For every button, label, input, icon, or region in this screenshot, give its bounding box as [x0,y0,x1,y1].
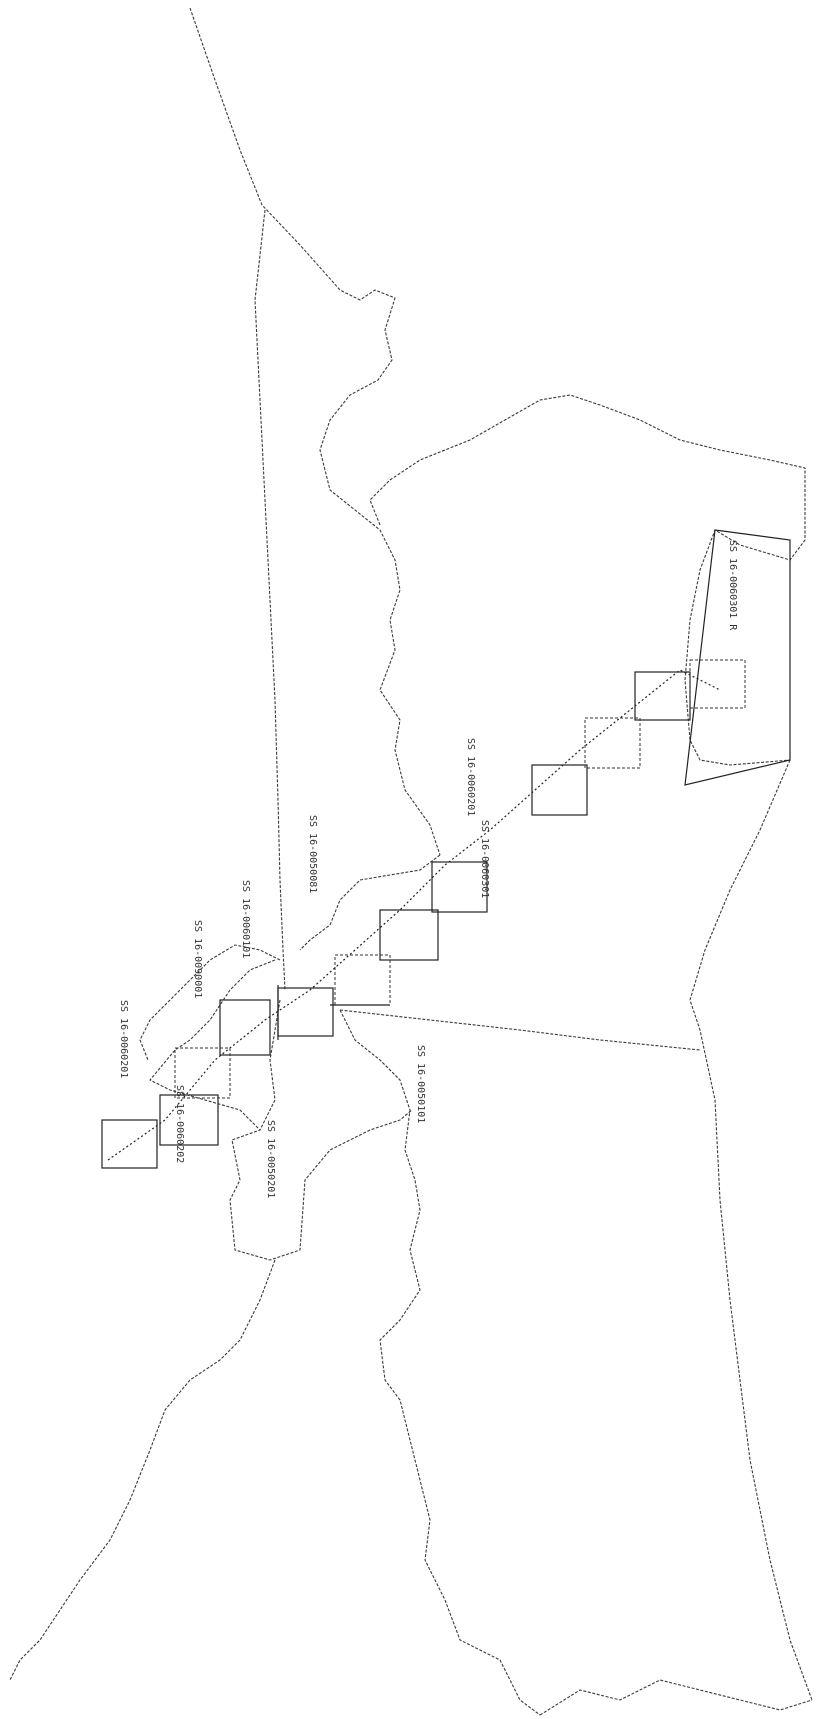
label-s1: SS 16-0050101 [415,1045,426,1123]
boundary-coast [189,7,441,856]
route-box-dashed-1 [174,1047,231,1099]
label-mid2: SS 16-0060301 [479,820,490,898]
label-far: SS 16-0060301 R [727,540,738,631]
label-n3: SS 16-0050081 [307,815,318,893]
boundary-river-south [339,1009,541,1716]
boundary-river-west [9,1259,276,1681]
label-n1: SS 16-0060101 [240,880,251,958]
route-box-7 [531,764,588,816]
boundary-west-central [254,209,286,991]
boundary-central-meander [299,854,441,951]
route-box-3 [219,999,271,1056]
parcel-far-east [684,529,791,786]
route-box-4 [277,987,334,1037]
label-w1: SS 16-0050201 [265,1120,276,1198]
boundary-east-region [369,394,806,766]
route-line [107,669,721,1161]
boundary-west-lobe [149,959,276,1131]
route-box-dashed-2 [334,954,391,1006]
label-w1b: SS 16-0060202 [174,1085,185,1163]
label-mid: SS 16-0060201 [118,1000,129,1078]
route-box-5 [379,909,439,961]
route-box-6 [431,861,488,913]
route-box-8 [634,671,691,721]
route-box-1 [101,1119,158,1169]
route-box-dashed-3 [584,717,641,769]
boundary-south-divider [339,1009,701,1051]
label-n2: SS 16-0060201 [465,738,476,816]
boundary-southwest [229,999,413,1261]
route-box-2 [159,1094,219,1146]
route-box-dashed-4 [689,659,746,709]
label-ne: SS 16-0090001 [192,920,203,998]
boundary-east-lower [689,759,813,1701]
boundary-northwest [139,944,281,1061]
boundary-bottom [539,1679,813,1716]
